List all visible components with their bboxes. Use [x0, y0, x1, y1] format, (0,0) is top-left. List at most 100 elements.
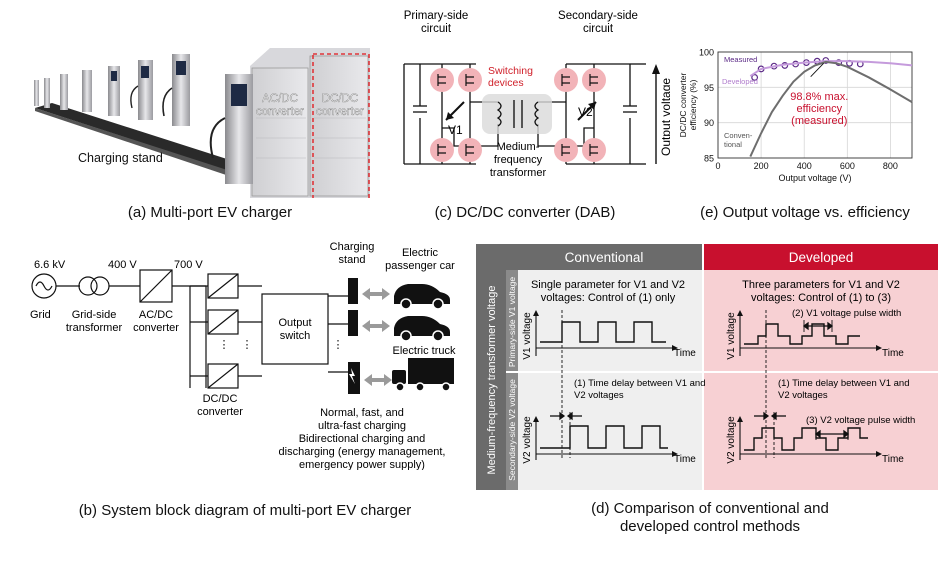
label-car-2: passenger car	[385, 260, 455, 272]
x-tick-label-3: 600	[840, 161, 855, 171]
panel-c-circuit: Primary-side circuit Secondary-side circ…	[403, 10, 670, 179]
cable-tray	[35, 103, 280, 178]
switching-label-1: Switching	[488, 65, 533, 77]
y-tick-label-2: 95	[704, 83, 714, 93]
cabinet	[250, 48, 370, 198]
dev-delay-note-2: V2 voltages	[778, 390, 828, 401]
dev-pulse-v2-note: (3) V2 voltage pulse width	[806, 415, 915, 426]
delay-arrows	[550, 321, 850, 439]
measured-point-0	[751, 74, 759, 81]
x-tick-label-2: 400	[797, 161, 812, 171]
dev-desc-1: Three parameters for V1 and V2	[742, 279, 900, 291]
switching-devices	[430, 68, 606, 162]
dev-v2-axis-label: V2 voltage	[726, 416, 737, 464]
transformer-highlight	[482, 94, 552, 134]
dev-v1-axis-label: V1 voltage	[726, 312, 737, 360]
caption-e: (e) Output voltage vs. efficiency	[700, 204, 910, 221]
label-measured: Measured	[724, 55, 757, 64]
x-axis-label: Output voltage (V)	[778, 173, 851, 183]
caption-b: (b) System block diagram of multi-port E…	[78, 502, 412, 519]
y-tick-label-0: 85	[704, 154, 714, 164]
electric-truck-icon	[392, 358, 454, 392]
caption-a: (a) Multi-port EV charger	[127, 204, 293, 221]
conv-desc-2: voltages: Control of (1) only	[541, 292, 676, 304]
charging-stand-label: Charging stand	[78, 151, 163, 165]
label-charging-stand-2: stand	[339, 254, 366, 266]
annotation-line-0: 98.8% max.	[790, 91, 848, 103]
secondary-label-2: circuit	[583, 23, 614, 35]
annotation-leader	[810, 62, 824, 78]
conv-delay-note-2: V2 voltages	[574, 390, 624, 401]
v1-label: V1	[448, 123, 463, 137]
conv-delay-note-1: (1) Time delay between V1 and	[574, 378, 706, 389]
x-tick-label-0: 0	[715, 161, 720, 171]
output-voltage-label: Output voltage	[659, 78, 670, 156]
caption-d-1: (d) Comparison of conventional and	[591, 500, 829, 517]
label-acdc-2: converter	[133, 322, 179, 334]
primary-label-1: Primary-side	[404, 10, 469, 22]
label-output-switch-1: Output	[278, 317, 311, 329]
series-line-2	[749, 60, 913, 158]
electric-car-icons	[394, 284, 450, 342]
label-conventional-1: Conven-	[724, 131, 753, 140]
side-label-secondary: Secondary-side V2 voltage	[507, 379, 517, 481]
note-5: emergency power supply)	[299, 459, 425, 470]
label-dcdc-1: DC/DC	[203, 393, 238, 405]
v2-label: V2	[578, 105, 593, 119]
note-2: ultra-fast charging	[318, 420, 406, 432]
dev-v1-time-label: Time	[882, 348, 904, 359]
conv-v2-axis-label: V2 voltage	[522, 416, 533, 464]
panel-d-comparison: Conventional Developed Medium-frequency …	[476, 244, 938, 490]
label-dcdc-2: converter	[197, 406, 243, 418]
label-grid-transformer-1: Grid-side	[72, 309, 117, 321]
conv-v1-time-label: Time	[674, 348, 696, 359]
charging-stands	[34, 54, 253, 184]
dcdc-highlight-box	[312, 53, 370, 198]
dev-pulse-v1-note: (2) V1 voltage pulse width	[792, 308, 901, 319]
dcdc-label-1: DC/DC	[322, 93, 358, 105]
dev-v2-time-label: Time	[882, 454, 904, 465]
y-axis-label-2: efficiency (%)	[688, 79, 698, 130]
y-tick-label-1: 90	[704, 118, 714, 128]
note-3: Bidirectional charging and	[299, 433, 426, 445]
x-tick-label-1: 200	[754, 161, 769, 171]
caption-d-2: developed control methods	[619, 518, 801, 535]
annotation-line-1: efficiency	[796, 103, 842, 115]
conv-desc-1: Single parameter for V1 and V2	[531, 279, 685, 291]
acdc-label-1: AC/DC	[262, 93, 298, 105]
caption-c: (c) DC/DC converter (DAB)	[434, 204, 616, 221]
header-conventional: Conventional	[565, 250, 644, 265]
label-output-switch-2: switch	[280, 330, 311, 342]
mft-label-2: frequency	[494, 154, 543, 166]
label-400v: 400 V	[108, 259, 137, 271]
acdc-label-2: converter	[256, 106, 304, 118]
label-700v: 700 V	[174, 259, 203, 271]
y-axis-label-1: DC/DC converter	[678, 72, 688, 137]
charger-stands	[348, 278, 360, 394]
label-developed: Developed	[722, 77, 758, 86]
dots-2: ⋮	[242, 339, 253, 351]
side-label-primary: Primary-side V1 voltage	[507, 277, 517, 368]
dev-desc-2: voltages: Control of (1) to (3)	[751, 292, 891, 304]
x-tick-label-4: 800	[883, 161, 898, 171]
label-conventional-2: tional	[724, 140, 742, 149]
dev-delay-note-1: (1) Time delay between V1 and	[778, 378, 910, 389]
conv-v2-waveform	[540, 425, 668, 449]
conv-v1-waveform	[540, 321, 666, 343]
label-grid: Grid	[30, 309, 51, 321]
conv-v1-axis-label: V1 voltage	[522, 312, 533, 360]
switching-label-2: devices	[488, 77, 524, 89]
annotation-line-2: (measured)	[791, 115, 847, 127]
dev-v1-waveform	[744, 323, 860, 345]
dots-3: ⋮	[333, 339, 344, 351]
plot-frame	[717, 51, 913, 159]
secondary-label-1: Secondary-side	[558, 10, 638, 22]
header-developed: Developed	[789, 250, 854, 265]
y-tick-label-3: 100	[699, 48, 714, 58]
bidirectional-arrows	[362, 288, 392, 386]
note-1: Normal, fast, and	[320, 407, 404, 419]
label-car-1: Electric	[402, 247, 439, 259]
dcdc-label-2: converter	[316, 106, 364, 118]
dots-1: ⋮	[219, 339, 230, 351]
